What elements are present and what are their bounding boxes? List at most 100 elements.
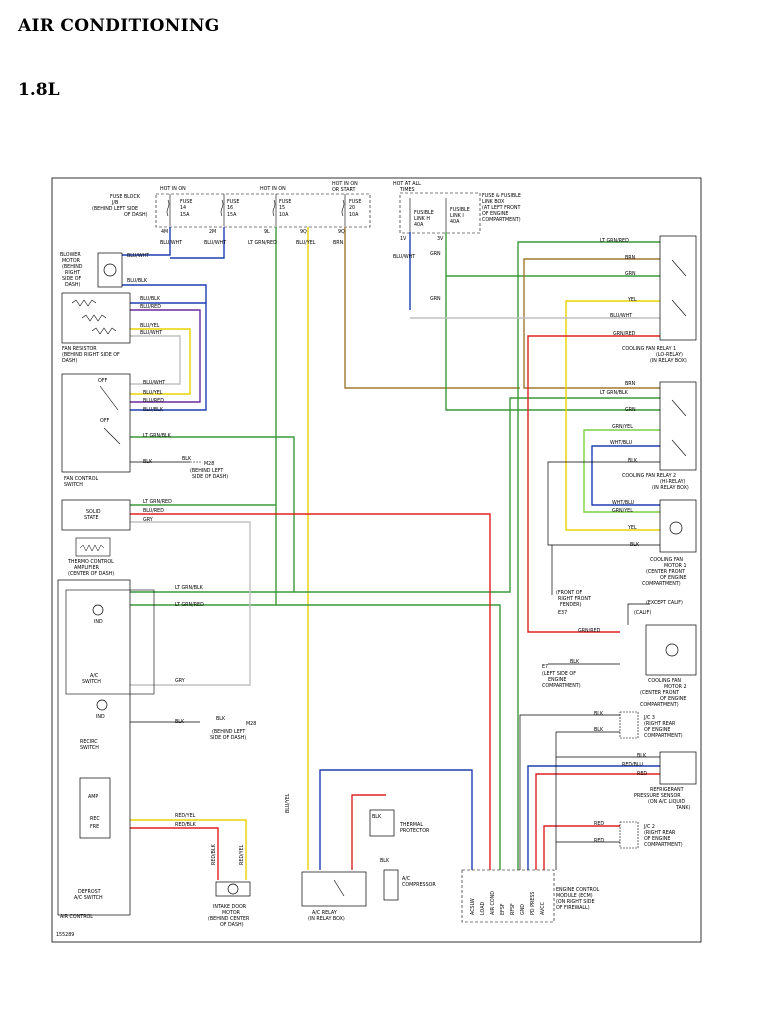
diagram-line: [671, 399, 687, 417]
ecm-box: [461, 869, 555, 923]
wire-label: LT GRN/RED: [248, 240, 277, 246]
link-i-label: 40A: [450, 219, 460, 225]
fuse-15-label: 15: [279, 205, 285, 211]
diagram-line: [671, 259, 687, 277]
ground-m28-label: M28: [246, 721, 256, 727]
wire-label: LT GRN/RED: [600, 238, 629, 244]
thermo-amp-label: THERMO CONTROL: [67, 559, 114, 565]
wire-label: WHT/BLU: [610, 440, 633, 446]
fuse-block-label: (BEHIND LEFT SIDE: [92, 206, 138, 212]
wire-label: BLU/YEL: [143, 390, 163, 396]
jc3-label: J/C 3: [643, 715, 655, 721]
wire-label: BRN: [333, 240, 344, 246]
diagram-frame: [51, 177, 702, 943]
wire-label: BLU/YEL: [285, 793, 291, 813]
wire-label: BLK: [630, 542, 640, 548]
wire-blu-blk: [130, 302, 207, 411]
wire-wht-blu: [591, 445, 660, 506]
link-h-label: FUSIBLE: [414, 210, 434, 216]
wire-blu-wht: [170, 227, 225, 259]
wire-label: YEL: [627, 297, 637, 303]
fuse-14-label: 15A: [180, 212, 190, 218]
wire-lt-grn-red: [276, 604, 501, 870]
wire-label: BLK: [380, 858, 390, 864]
wire-grn-red: [527, 335, 660, 633]
recirc-switch-label: RECIRC: [80, 739, 98, 745]
wire-label: RED/YEL: [239, 844, 245, 865]
wire-label: BLU/WHT: [393, 254, 415, 260]
refrig-sensor-label: PRESSURE SENSOR: [634, 793, 681, 799]
defrost-label: A/C SWITCH: [74, 895, 103, 901]
fuse-symbol: [341, 199, 345, 217]
wire-label: GRN: [430, 251, 441, 257]
jc2-label: (RIGHT REAR: [644, 830, 676, 836]
link-h-label: LINK H: [414, 216, 430, 222]
air-control-label: AIR CONTROL: [60, 914, 93, 920]
wire-red: [543, 825, 620, 870]
recirc-switch-label: SWITCH: [80, 745, 99, 751]
fuse-20-label: 10A: [349, 212, 359, 218]
ground-m28-label: M28: [204, 461, 214, 467]
blower-motor-label: DASH): [65, 282, 81, 288]
thermistor-symbol: [79, 544, 105, 552]
wire-label: BRN: [625, 255, 636, 261]
intake-door-label: MOTOR: [222, 910, 241, 916]
blower-motor-label: MOTOR: [62, 258, 81, 264]
diagram-line: [99, 385, 119, 411]
amp-box: [79, 777, 111, 839]
wire-label: BLK: [594, 727, 604, 733]
page-title: AIR CONDITIONING: [18, 16, 220, 36]
cfm2-label: MOTOR 2: [664, 684, 687, 690]
wire-red: [351, 794, 386, 870]
fuse-20-label: 20: [349, 205, 355, 211]
defrost-label: DEFROST: [78, 889, 101, 895]
ground-e37-label: E37: [558, 610, 567, 616]
diagram-line: [169, 194, 346, 226]
wire-label: YEL: [627, 525, 637, 531]
wire-label: BLK: [594, 711, 604, 717]
fuse-link-box-label: OF ENGINE: [482, 211, 508, 217]
diagram-line: [333, 879, 345, 897]
ground-m28-loc: (BEHIND LEFT: [190, 468, 223, 474]
wire-label: RED/YEL: [175, 813, 196, 819]
resistor-symbol: [91, 327, 117, 335]
ac-compressor-box: [383, 869, 399, 901]
ac-switch-box: [65, 589, 155, 695]
jc3-box: [619, 711, 639, 739]
resistor-symbol: [71, 299, 97, 307]
jc2-label: COMPARTMENT): [644, 842, 683, 848]
jc3-label: (RIGHT REAR: [644, 721, 676, 727]
air-control-box: [57, 579, 131, 916]
ground-wire-label: BLK: [216, 716, 226, 722]
jc2-label: J/C 2: [643, 824, 655, 830]
wire-label: BLK: [570, 659, 580, 665]
motor-icon: [227, 883, 239, 895]
wire-label: GRN: [625, 407, 636, 413]
refrig-sensor-label: (ON A/C LIQUID: [648, 799, 685, 805]
wire-label: BLU/YEL: [140, 323, 160, 329]
diagram-line: [547, 461, 660, 546]
wire-red-blk: [130, 827, 219, 880]
pin-label: 4M: [161, 229, 168, 235]
blower-motor-label: BLOWER: [60, 252, 81, 258]
intake-door-motor-box: [215, 881, 251, 897]
diagram-line: [627, 603, 650, 625]
wire-brn: [523, 258, 660, 389]
solid-state-label: SOLID: [86, 509, 101, 515]
amp-label: AMP: [88, 794, 98, 800]
hot-in-on-or-start-label: OR START: [332, 187, 356, 193]
ecm-pin-label: EFSF: [500, 903, 506, 915]
motor-icon: [669, 521, 683, 535]
ground-e37-loc: (FRONT OF: [556, 590, 583, 596]
cfr2-label: (IN RELAY BOX): [652, 485, 689, 491]
cooling-fan-relay-2-box: [659, 381, 697, 471]
cfm2-label: OF ENGINE: [660, 696, 686, 702]
refrigerant-sensor-box: [659, 751, 697, 785]
intake-door-label: OF DASH): [220, 922, 244, 928]
wire-label: GRY: [175, 678, 185, 684]
except-calif-label: (EXCEPT CALIF): [646, 600, 683, 606]
pin-label: 9Q: [338, 229, 345, 235]
wire-label: BLK: [175, 719, 185, 725]
fan-resistor-label: (BEHIND RIGHT SIDE OF: [62, 352, 120, 358]
fuse-block-label: OF DASH): [124, 212, 148, 218]
